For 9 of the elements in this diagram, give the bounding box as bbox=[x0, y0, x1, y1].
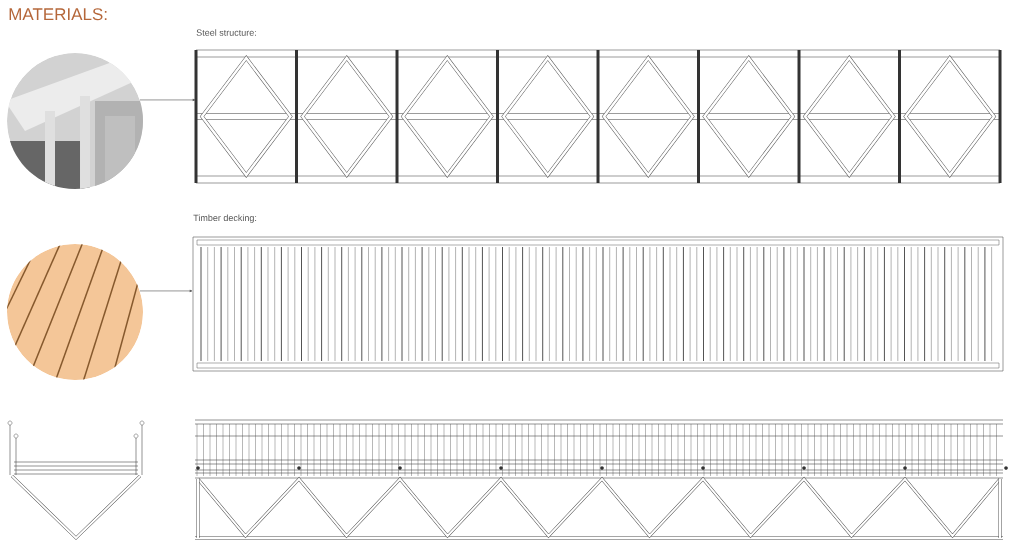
title: MATERIALS: bbox=[9, 8, 107, 21]
leader-line bbox=[139, 98, 196, 102]
heading: Steel structure: bbox=[196, 29, 256, 36]
steel-structure-plan bbox=[194, 49, 1002, 184]
timber-photo bbox=[7, 244, 143, 380]
leader-line bbox=[139, 289, 193, 293]
steel-photo bbox=[7, 53, 143, 189]
timber-decking-plan bbox=[192, 236, 1004, 372]
heading: Timber decking: bbox=[193, 214, 257, 223]
